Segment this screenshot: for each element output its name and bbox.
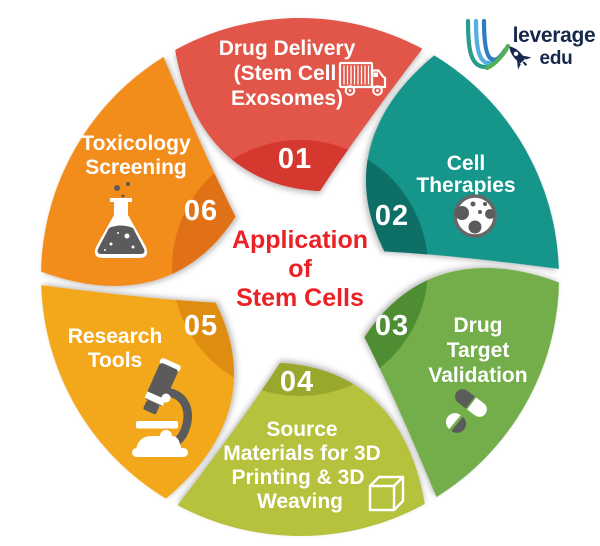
- segment-label-line: Therapies: [416, 174, 515, 197]
- segment-label-line: Source: [266, 418, 337, 441]
- center-title: Application of Stem Cells: [232, 226, 368, 312]
- segment-label-line: Toxicology: [81, 132, 191, 155]
- segment-label-line: Materials for 3D: [223, 442, 381, 465]
- logo-mark-icon: [465, 18, 511, 71]
- title-line-3: Stem Cells: [236, 284, 364, 312]
- cube-icon: [368, 475, 405, 512]
- segment-02: 02 Cell Therapies: [312, 39, 586, 341]
- segment-number: 01: [278, 143, 312, 175]
- segment-label-line: Printing & 3D: [231, 466, 364, 489]
- segment-label-line: Exosomes): [231, 87, 343, 110]
- segment-label-line: Target: [447, 339, 510, 362]
- segment-01: 01 Drug Delivery (Stem Cell Exosomes): [175, 18, 423, 191]
- rocket-icon: [509, 46, 532, 70]
- segment-03: 03 Drug Target Validation: [313, 211, 587, 513]
- segment-label-line: Drug Delivery: [219, 37, 356, 60]
- segment-label-line: Weaving: [257, 490, 343, 513]
- title-line-2: of: [288, 255, 312, 283]
- segment-label-line: (Stem Cell: [234, 62, 337, 85]
- segment-number: 03: [375, 310, 409, 342]
- leverage-edu-logo: leverage edu: [465, 18, 596, 71]
- flask-icon: [94, 182, 148, 258]
- segment-number: 06: [184, 195, 218, 227]
- segment-06: 06 Toxicology Screening: [13, 41, 287, 343]
- segment-number: 05: [184, 310, 218, 342]
- segment-label-line: Research: [68, 325, 163, 348]
- segment-label-line: Cell: [447, 152, 486, 175]
- truck-icon: [338, 61, 387, 96]
- segment-label-line: Drug: [454, 314, 503, 337]
- segment-label-line: Validation: [428, 364, 527, 387]
- logo-brand-top: leverage: [513, 24, 596, 47]
- segment-label-line: Tools: [88, 349, 142, 372]
- title-line-1: Application: [232, 226, 368, 254]
- segment-label-line: Screening: [85, 156, 187, 179]
- segment-04: 04 Source Materials for 3D Printing & 3D…: [177, 363, 425, 536]
- pills-icon: [445, 389, 487, 433]
- logo-brand-bottom: edu: [540, 48, 573, 69]
- segment-05: 05 Research Tools: [14, 213, 288, 515]
- cell-icon: [453, 194, 497, 238]
- microscope-icon: [132, 358, 192, 457]
- segment-number: 04: [280, 366, 314, 398]
- segment-number: 02: [375, 200, 409, 232]
